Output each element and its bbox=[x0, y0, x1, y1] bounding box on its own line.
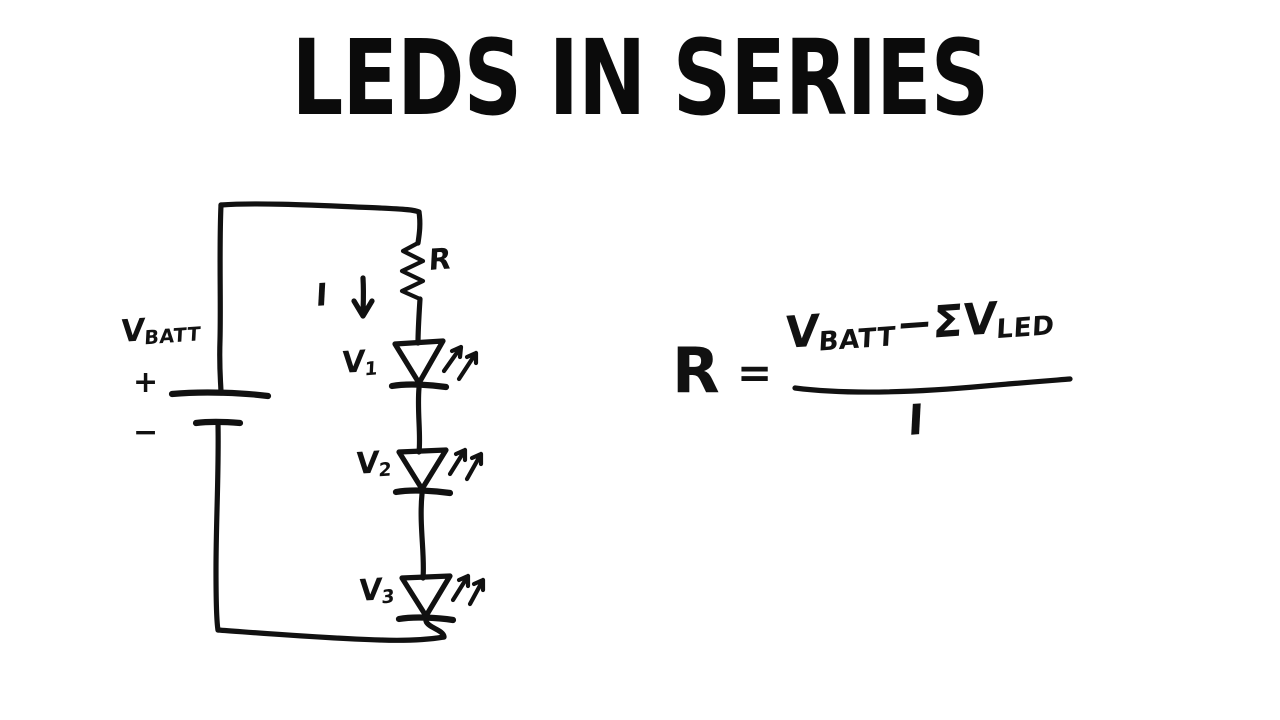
battery-plus-label: + bbox=[133, 365, 159, 400]
wire-bottom bbox=[215, 627, 447, 643]
led1-light-arrow-1 bbox=[441, 344, 464, 374]
wire-led1-to-led2 bbox=[415, 385, 423, 455]
wire-left-lower bbox=[213, 421, 221, 633]
led3-cathode-bar bbox=[395, 614, 457, 624]
led2-voltage-subscript: 2 bbox=[377, 459, 393, 482]
led3-voltage-symbol: V bbox=[357, 572, 383, 610]
battery-voltage-subscript: BATT bbox=[143, 322, 202, 350]
formula-lhs: R bbox=[672, 334, 720, 407]
led3-triangle bbox=[399, 573, 453, 619]
formula-equals-sign: = bbox=[737, 348, 773, 397]
fraction-bar bbox=[792, 376, 1073, 395]
led1-triangle bbox=[392, 338, 446, 386]
wire-right-top bbox=[415, 209, 423, 246]
formula-vbatt-subscript: BATT bbox=[817, 321, 897, 358]
led1-voltage-subscript: 1 bbox=[363, 358, 379, 381]
wire-led3-to-bottom bbox=[423, 618, 447, 640]
battery-voltage-label: VBATT bbox=[119, 311, 202, 351]
battery-minus-label: − bbox=[133, 415, 159, 450]
resistor-label: R bbox=[427, 241, 452, 278]
led2-light-arrow-2 bbox=[464, 451, 484, 482]
led3-voltage-subscript: 3 bbox=[380, 586, 396, 609]
resistor-symbol bbox=[399, 240, 426, 302]
led2-cathode-bar bbox=[392, 487, 454, 497]
led2-voltage-label: V2 bbox=[354, 445, 393, 483]
wire-led2-to-led3 bbox=[418, 491, 426, 581]
led1-voltage-label: V1 bbox=[340, 344, 379, 382]
battery-voltage-symbol: V bbox=[119, 312, 146, 351]
formula-sigma-icon: Σ bbox=[931, 295, 965, 349]
led2-triangle bbox=[396, 447, 449, 492]
current-label: I bbox=[314, 276, 329, 315]
battery-negative-plate bbox=[192, 418, 244, 427]
formula-vled-symbol: V bbox=[961, 292, 999, 347]
formula-denominator: I bbox=[906, 394, 926, 446]
page-title: LEDS IN SERIES bbox=[291, 17, 990, 139]
formula-vbatt-symbol: V bbox=[783, 305, 821, 360]
formula-vled-subscript: LED bbox=[995, 310, 1056, 346]
led2-light-arrow-1 bbox=[447, 447, 468, 477]
led2-voltage-symbol: V bbox=[354, 445, 380, 483]
wire-top bbox=[218, 201, 422, 215]
led3-light-arrow-1 bbox=[450, 573, 471, 603]
wire-left-upper bbox=[217, 202, 224, 396]
current-arrow bbox=[351, 275, 375, 319]
led3-light-arrow-2 bbox=[467, 577, 486, 607]
formula-minus-sign: − bbox=[894, 297, 935, 352]
led1-light-arrow-2 bbox=[456, 350, 479, 382]
wire-resistor-to-led1 bbox=[415, 296, 423, 346]
battery-positive-plate bbox=[168, 389, 272, 400]
led1-cathode-bar bbox=[388, 381, 450, 391]
led1-voltage-symbol: V bbox=[340, 344, 366, 382]
led3-voltage-label: V3 bbox=[357, 572, 396, 610]
